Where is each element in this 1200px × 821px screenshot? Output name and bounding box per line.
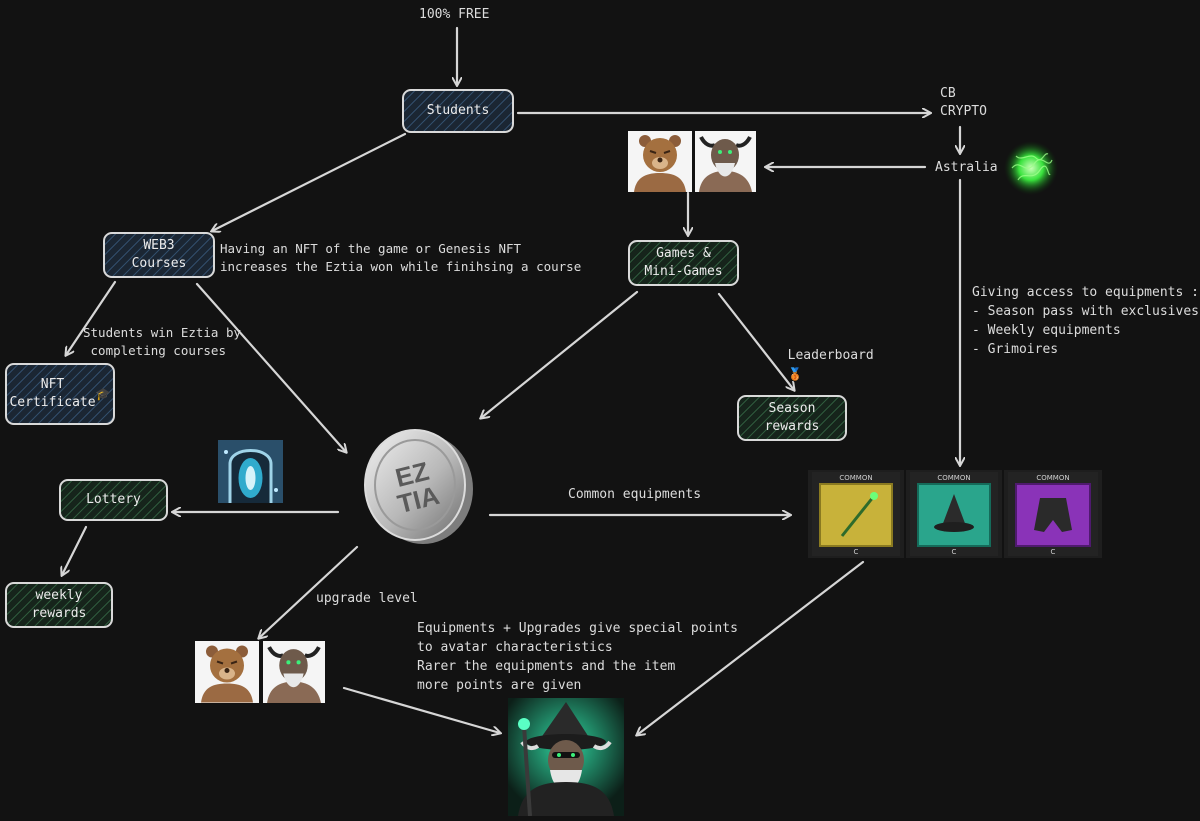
students-node[interactable]: Students <box>402 89 514 133</box>
arrow-games-to-coin <box>481 290 639 418</box>
minotaur-avatar-image <box>695 131 756 192</box>
portal-image <box>218 440 283 503</box>
card-footer: C <box>952 548 957 556</box>
free-label: 100% FREE <box>419 7 490 22</box>
card-footer: C <box>854 548 859 556</box>
arrow-web3-to-cert <box>66 280 117 355</box>
card-header: COMMON <box>1036 474 1069 482</box>
nft-certificate-node[interactable]: NFT Certificate 🎓 <box>5 363 115 425</box>
arrow-games-to-season <box>717 292 794 390</box>
astralia-orb-image <box>1002 140 1060 196</box>
arrow-avatars-to-wizard <box>342 686 500 733</box>
wizard-minotaur-avatar-image <box>508 698 624 816</box>
eztia-coin-image: EZ TIA <box>357 426 477 548</box>
graduation-icon: 🎓 <box>95 387 111 401</box>
bear-avatar-image <box>628 131 692 192</box>
card-header: COMMON <box>839 474 872 482</box>
equipments-note: Equipments + Upgrades give special point… <box>417 621 738 693</box>
minotaur-avatar-image <box>263 641 325 703</box>
bronze-medal-icon: 🥉 <box>787 367 803 381</box>
teal-hat-card: COMMON C <box>906 470 1002 558</box>
arrow-lottery-to-weekly <box>62 525 88 575</box>
leaderboard-label: Leaderboard 🥉 <box>772 327 874 384</box>
games-node[interactable]: Games & Mini-Games <box>628 240 739 286</box>
bear-avatar-image <box>195 641 259 703</box>
gold-staff-card: COMMON C <box>808 470 904 558</box>
giving-access-note: Giving access to equipments : - Season p… <box>972 285 1199 357</box>
lottery-node[interactable]: Lottery <box>59 479 168 521</box>
astralia-label: Astralia <box>935 160 998 175</box>
nft-bonus-note: Having an NFT of the game or Genesis NFT… <box>220 241 582 274</box>
nft-certificate-label: NFT Certificate <box>9 377 96 410</box>
purple-armor-card: COMMON C <box>1004 470 1102 558</box>
students-win-note: Students win Eztia by completing courses <box>83 325 242 358</box>
arrow-cards-to-wizard <box>637 560 865 735</box>
arrow-students-to-web3 <box>212 132 407 231</box>
card-header: COMMON <box>937 474 970 482</box>
arrow-web3-to-coin <box>195 282 346 452</box>
cb-crypto-label: CB CRYPTO <box>940 86 987 119</box>
season-rewards-node[interactable]: Season rewards <box>737 395 847 441</box>
arrow-coin-to-avatars <box>259 545 359 638</box>
weekly-rewards-node[interactable]: weekly rewards <box>5 582 113 628</box>
common-equipments-label: Common equipments <box>568 487 702 502</box>
leaderboard-text: Leaderboard <box>787 348 874 363</box>
card-footer: C <box>1051 548 1056 556</box>
web3-courses-node[interactable]: WEB3 Courses <box>103 232 215 278</box>
upgrade-level-label: upgrade level <box>316 591 418 606</box>
